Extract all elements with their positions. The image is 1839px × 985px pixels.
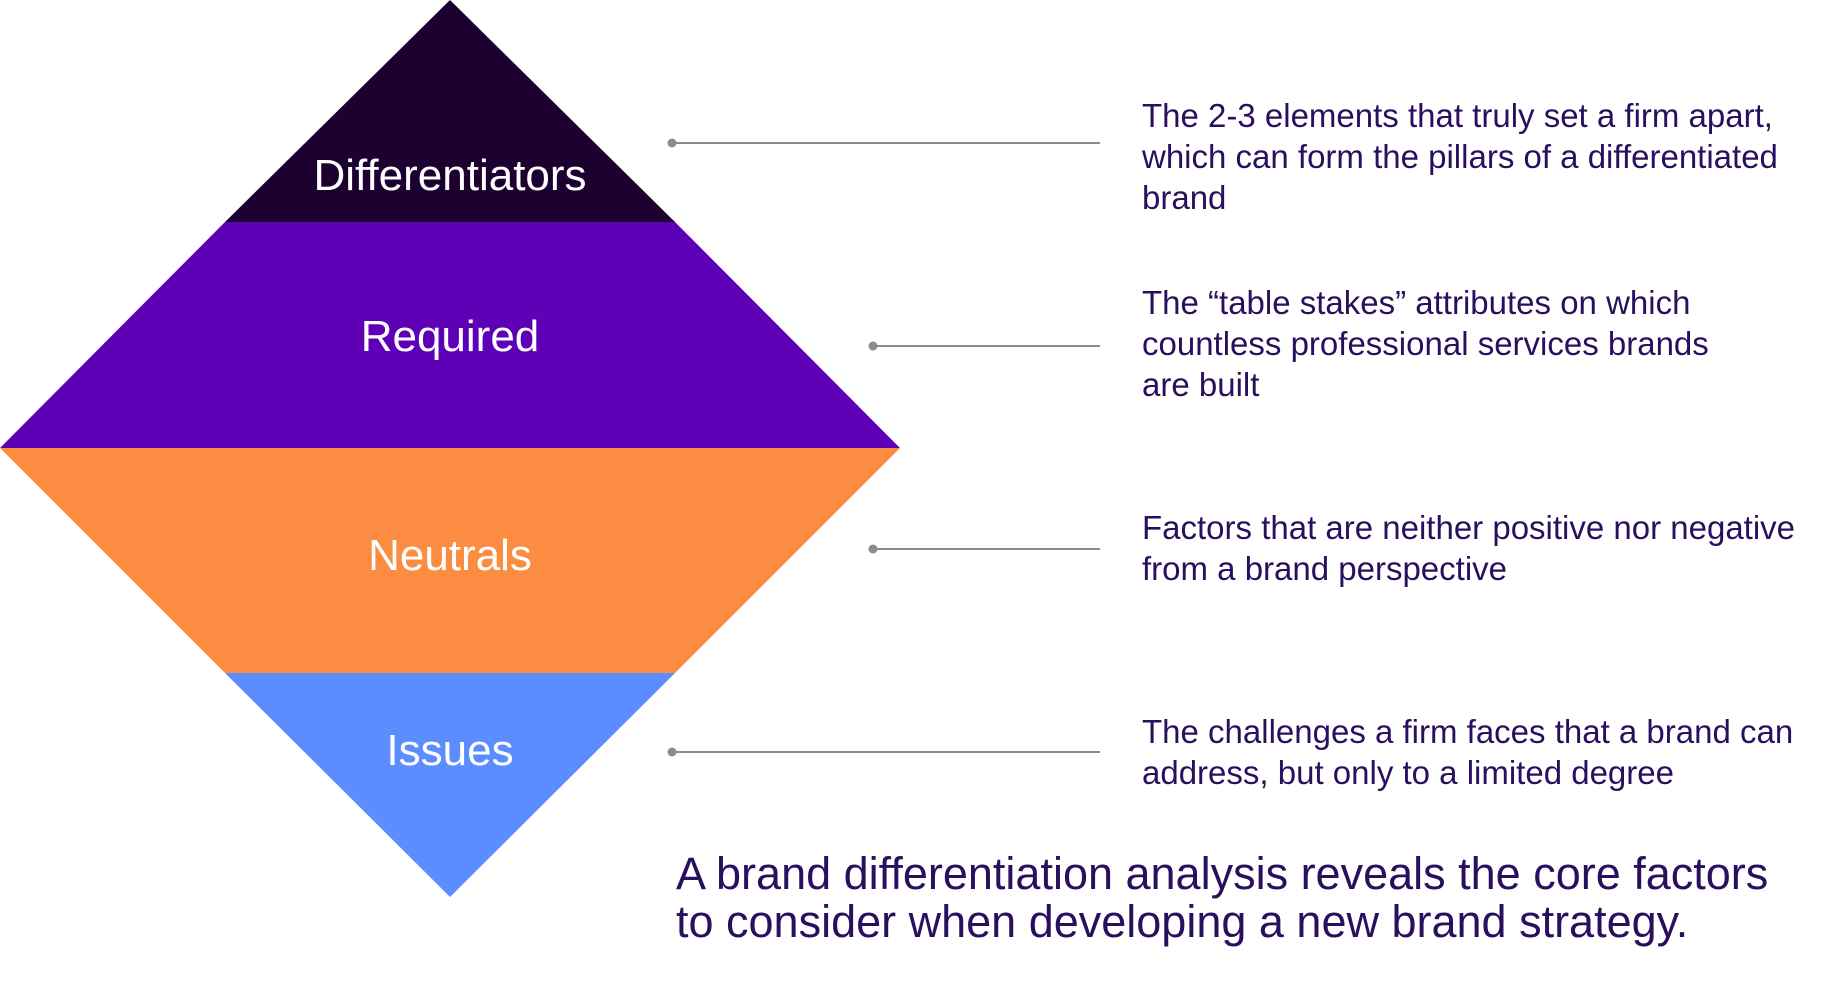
description-line: The “table stakes” attributes on which [1142, 284, 1691, 321]
description-line: which can form the pillars of a differen… [1142, 138, 1778, 175]
description-line: The 2-3 elements that truly set a firm a… [1142, 97, 1773, 134]
differentiators-tier [225, 0, 675, 222]
connector-neutrals [868, 544, 1100, 554]
description-line: brand [1142, 179, 1227, 216]
required-tier [0, 222, 900, 448]
neutrals-label: Neutrals [368, 531, 532, 580]
issues-description: The challenges a firm faces that a brand… [1142, 711, 1832, 793]
neutrals-description: Factors that are neither positive nor ne… [1142, 507, 1832, 589]
neutrals-tier [0, 448, 900, 673]
connector-differentiators [667, 138, 1100, 148]
description-line: Factors that are neither positive nor ne… [1142, 509, 1796, 546]
caption-line: A brand differentiation analysis reveals… [676, 848, 1769, 899]
description-line: countless professional services brands [1142, 325, 1709, 362]
description-line: are built [1142, 366, 1260, 403]
connector-required [868, 341, 1100, 351]
caption-line: to consider when developing a new brand … [676, 896, 1689, 947]
issues-tier [225, 673, 675, 897]
description-line: The challenges a firm faces that a brand… [1142, 713, 1794, 750]
description-line: address, but only to a limited degree [1142, 754, 1674, 791]
diagram-caption: A brand differentiation analysis reveals… [676, 850, 1836, 946]
differentiators-label: Differentiators [313, 151, 586, 200]
required-description: The “table stakes” attributes on which c… [1142, 282, 1832, 405]
issues-label: Issues [386, 726, 513, 775]
required-label: Required [361, 312, 540, 361]
description-line: from a brand perspective [1142, 550, 1508, 587]
differentiators-description: The 2-3 elements that truly set a firm a… [1142, 95, 1832, 218]
connector-issues [667, 747, 1100, 757]
